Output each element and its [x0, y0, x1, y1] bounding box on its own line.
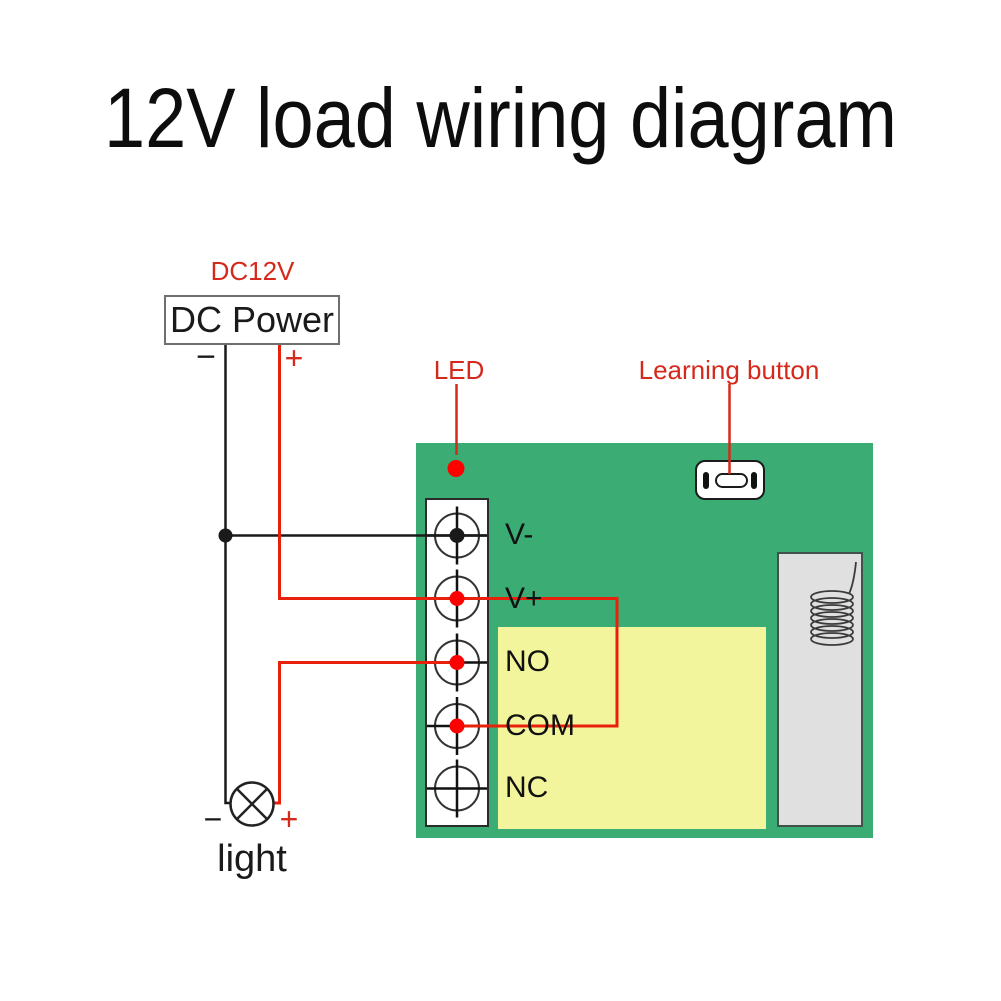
- terminal-dot-v-plus: [449, 591, 465, 606]
- coil-icon: [810, 561, 857, 646]
- light-label: light: [217, 838, 287, 880]
- button-actuator: [715, 473, 748, 488]
- terminal-label-com: COM: [505, 709, 575, 742]
- light-bulb-icon: [229, 781, 275, 827]
- learning-button: [695, 460, 765, 500]
- dc-power-label: DC Power: [169, 299, 335, 340]
- terminal-label-nc: NC: [505, 771, 549, 804]
- power-minus-label: −: [196, 338, 216, 376]
- led-indicator-dot: [447, 460, 465, 477]
- power-plus-label: +: [284, 340, 304, 376]
- led-label: LED: [433, 355, 485, 385]
- terminal-dot-no: [449, 655, 465, 670]
- light-plus-label: +: [279, 801, 299, 837]
- terminal-dot-com: [449, 718, 465, 734]
- junction-dot: [218, 528, 233, 543]
- no-load-wire: [273, 661, 457, 805]
- page-title: 12V load wiring diagram: [103, 71, 898, 165]
- terminal-label-v-minus: V-: [505, 518, 534, 551]
- dc-power-box: DC Power: [164, 295, 340, 345]
- relay-area: [498, 627, 766, 829]
- learning-button-label: Learning button: [638, 355, 820, 385]
- button-contact-left: [703, 472, 709, 489]
- terminal-label-no: NO: [505, 645, 550, 678]
- positive-wire: [278, 345, 619, 728]
- negative-wire: [224, 345, 231, 805]
- button-contact-right: [751, 472, 757, 489]
- dc12v-label: DC12V: [210, 256, 295, 286]
- terminal-label-v-plus: V+: [505, 582, 543, 615]
- terminal-nc: [427, 759, 487, 818]
- light-minus-label: −: [203, 801, 223, 837]
- relay-component: [777, 552, 863, 827]
- terminal-dot-v-minus: [449, 528, 465, 543]
